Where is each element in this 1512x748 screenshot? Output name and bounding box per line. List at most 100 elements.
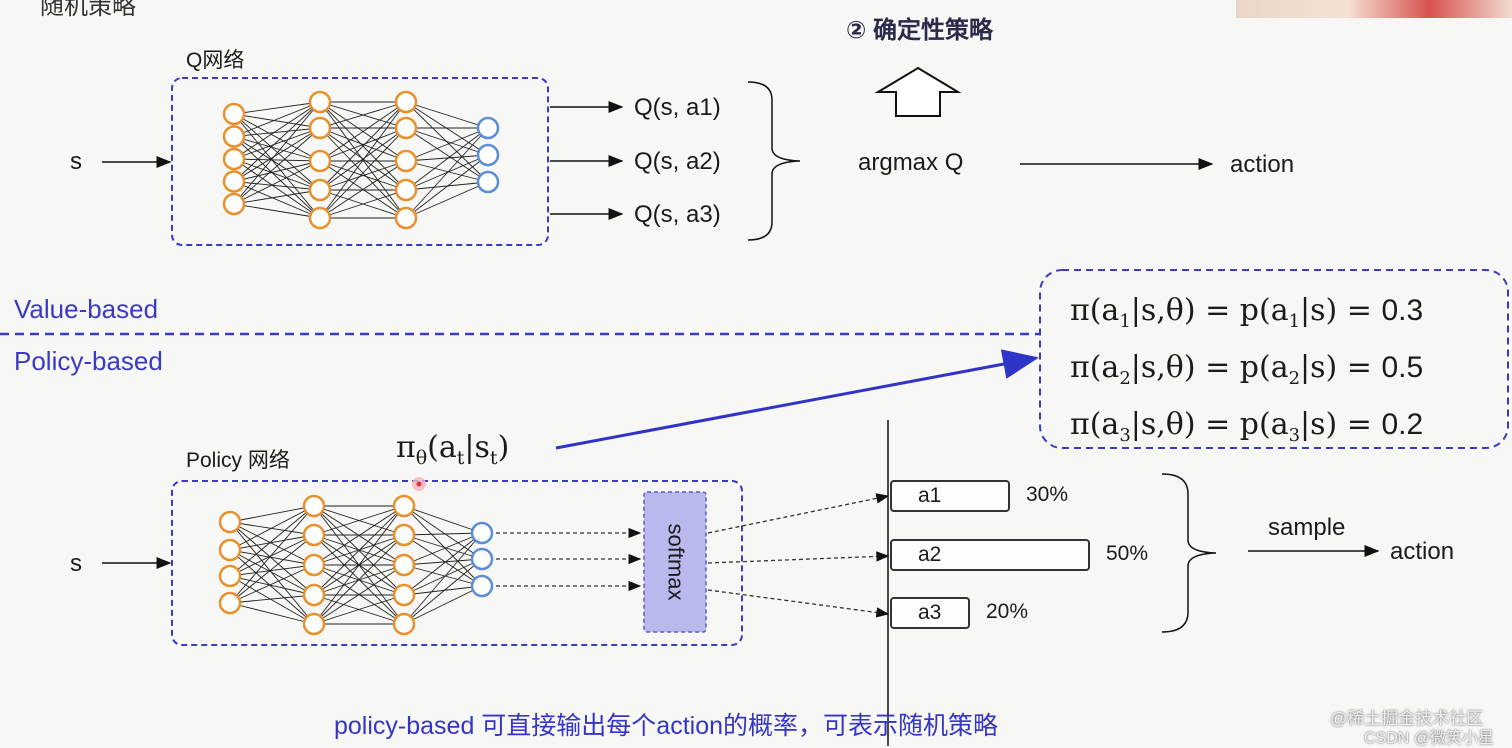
policy-based-label: Policy-based: [14, 346, 163, 376]
q-net-connection: [319, 101, 407, 162]
softmax-to-a2-arrow: [707, 551, 890, 564]
p-net-connection: [403, 505, 483, 587]
p-net-neuron: [218, 510, 242, 534]
action-prob-brace: [1161, 473, 1217, 633]
q-net-connection: [319, 160, 407, 191]
q-net-connection: [405, 160, 489, 183]
q-net-connection: [405, 127, 489, 162]
formula-value: 0.3: [1381, 294, 1424, 327]
policy-network-label: Policy 网络: [186, 449, 290, 472]
q-net-neuron: [222, 125, 246, 148]
action-percent: 50%: [1106, 542, 1149, 565]
p-net-neuron: [470, 521, 494, 545]
p-net-neuron: [392, 553, 416, 577]
probability-formula-box: [1039, 269, 1509, 449]
policy-input-state: s: [70, 550, 82, 577]
q-net-connection: [405, 101, 489, 129]
p-net-connection: [229, 575, 315, 596]
softmax-to-a1-arrow: [707, 493, 890, 534]
p-net-neuron: [218, 564, 242, 588]
q-net-neuron: [394, 90, 418, 114]
q-net-connection: [405, 154, 489, 162]
q-net-neuron: [308, 116, 332, 140]
deterministic-policy-title: ② 确定性策略: [846, 17, 993, 44]
formula-value: 0.5: [1381, 351, 1424, 384]
p-net-neuron: [302, 612, 326, 636]
p-net-connection: [229, 549, 315, 625]
q-network-box: [171, 77, 549, 246]
q-net-connection: [319, 160, 407, 219]
q-net-connection: [233, 181, 321, 191]
q-net-connection: [233, 181, 321, 219]
q-net-connection: [405, 101, 489, 156]
q-net-connection: [405, 127, 489, 219]
p-net-connection: [313, 534, 405, 625]
p-net-connection: [229, 505, 315, 551]
p-net-neuron: [470, 574, 494, 598]
p-net-connection: [403, 564, 483, 587]
q-net-connection: [233, 158, 321, 191]
p-net-neuron: [392, 523, 416, 547]
q-net-neuron: [308, 206, 332, 230]
q-net-connection: [233, 101, 321, 182]
p-net-neuron: [302, 553, 326, 577]
q-net-connection: [319, 101, 407, 219]
q-net-connection: [233, 136, 321, 162]
q-net-neuron: [308, 149, 332, 173]
p-net-connection: [403, 558, 483, 596]
p-net-connection: [229, 521, 315, 596]
action-percent: 30%: [1026, 483, 1069, 506]
q-net-connection: [233, 127, 321, 182]
p-net-connection: [229, 564, 315, 604]
formula-value: 0.2: [1381, 408, 1424, 441]
p-net-connection: [403, 558, 483, 566]
p-net-connection: [229, 505, 315, 604]
q-net-connection: [405, 154, 489, 219]
probability-formula-row: π(a2|s,θ) = p(a2|s) = 0.5: [1070, 350, 1424, 389]
q-net-neuron: [222, 192, 246, 216]
p-net-neuron: [392, 583, 416, 607]
q-net-connection: [319, 127, 407, 219]
caption: policy-based 可直接输出每个action的概率，可表示随机策略: [334, 712, 999, 740]
p-net-connection: [403, 532, 483, 566]
p-net-connection: [313, 564, 405, 625]
q-net-connection: [233, 101, 321, 137]
p-net-connection: [229, 549, 315, 566]
q-net-neuron: [308, 90, 332, 114]
sample-label: sample: [1268, 514, 1346, 541]
q-output-brace: [747, 81, 801, 241]
softmax-box: [643, 491, 707, 633]
q-net-connection: [233, 189, 321, 205]
q-net-connection: [405, 181, 489, 219]
q-net-connection: [233, 127, 321, 160]
q-net-neuron: [222, 147, 246, 171]
p-net-neuron: [392, 494, 416, 518]
q-net-connection: [233, 113, 321, 129]
policy-network-box: [171, 480, 743, 646]
action-bar-label: a2: [918, 543, 942, 566]
p-net-connection: [313, 505, 405, 566]
q-net-connection: [233, 158, 321, 162]
policy-to-formula-arrow: [555, 349, 1039, 450]
q-network-graph: [222, 90, 500, 230]
p-net-connection: [229, 534, 315, 551]
q-net-connection: [233, 136, 321, 191]
probability-formula-row: π(a3|s,θ) = p(a3|s) = 0.2: [1070, 407, 1424, 446]
q-net-connection: [233, 127, 321, 205]
q-net-connection: [319, 127, 407, 162]
q-net-connection: [405, 127, 489, 191]
p-net-connection: [229, 549, 315, 596]
p-net-connection: [313, 594, 405, 625]
q-output-1: Q(s, a1): [634, 94, 721, 121]
q-net-connection: [405, 101, 489, 183]
p-net-connection: [403, 532, 483, 625]
softmax-label-container: softmax: [646, 493, 706, 631]
p-net-neuron: [302, 583, 326, 607]
q-net-neuron: [394, 116, 418, 140]
q-net-connection: [233, 101, 321, 115]
hollow-up-arrow: [874, 66, 962, 117]
q-net-neuron: [308, 178, 332, 202]
p-net-connection: [313, 505, 405, 625]
q-net-neuron: [222, 170, 246, 193]
action-bar-a1: a1: [890, 480, 1010, 512]
